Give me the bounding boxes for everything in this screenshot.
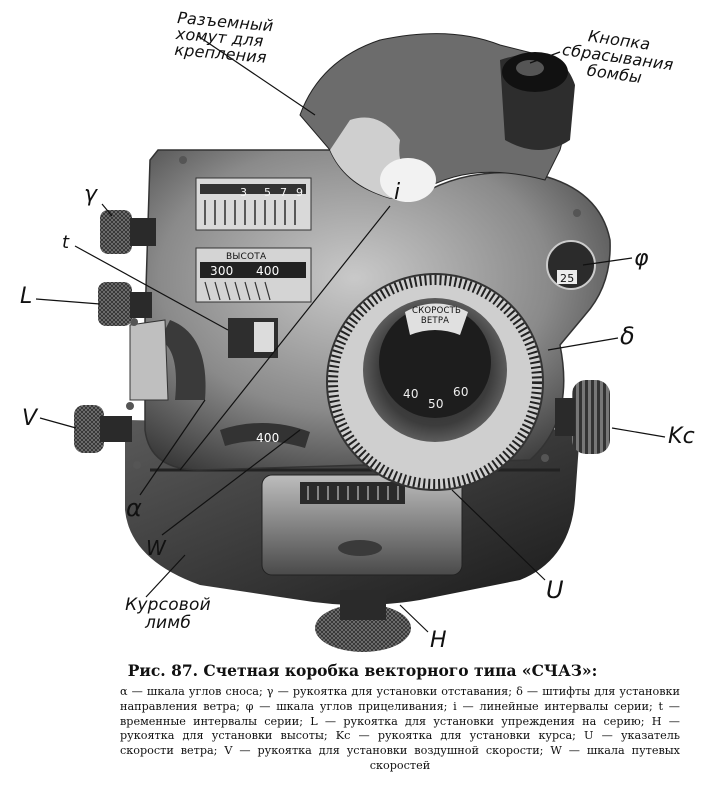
instrument-text-w-400: 400: [256, 431, 280, 445]
instrument-text-5: 5: [264, 186, 272, 199]
figure-caption: Рис. 87. Счетная коробка векторного типа…: [0, 655, 725, 790]
label-alpha: α: [126, 494, 143, 522]
label-i: i: [394, 180, 401, 205]
instrument-text-7: 7: [280, 186, 288, 199]
label-U: U: [546, 576, 564, 604]
label-H: H: [430, 628, 447, 653]
label-delta: δ: [620, 322, 635, 350]
instrument-text-400: 400: [256, 264, 280, 278]
instrument-text-9: 9: [296, 186, 304, 199]
instrument-text-wind-speed: СКОРОСТЬ ВЕТРА: [412, 306, 462, 326]
label-course-limb: Курсовой лимб: [125, 595, 211, 633]
label-V: V: [22, 406, 38, 431]
caption-title: Рис. 87. Счетная коробка векторного типа…: [127, 661, 598, 680]
label-phi: φ: [634, 246, 649, 271]
scha3-instrument-photo: [35, 33, 666, 652]
instrument-text-wind-60: 60: [453, 385, 469, 399]
instrument-text-3: 3: [240, 186, 248, 199]
instrument-text-height: ВЫСОТА: [226, 252, 267, 262]
instrument-text-phi-25: 25: [560, 272, 575, 285]
label-t: t: [62, 232, 70, 253]
instrument-figure: 3 5 7 9 ВЫСОТА 300 400 СКОРОСТЬ ВЕТРА 40…: [20, 8, 695, 653]
instrument-text-wind-40: 40: [403, 387, 419, 401]
caption-body: α — шкала углов сноса; γ — рукоятка для …: [120, 685, 680, 772]
label-gamma: γ: [84, 182, 98, 207]
label-Kc: Kc: [668, 424, 695, 449]
instrument-text-300: 300: [210, 264, 234, 278]
instrument-text-wind-50: 50: [428, 397, 444, 411]
label-W: W: [146, 536, 166, 560]
label-L: L: [20, 284, 33, 309]
